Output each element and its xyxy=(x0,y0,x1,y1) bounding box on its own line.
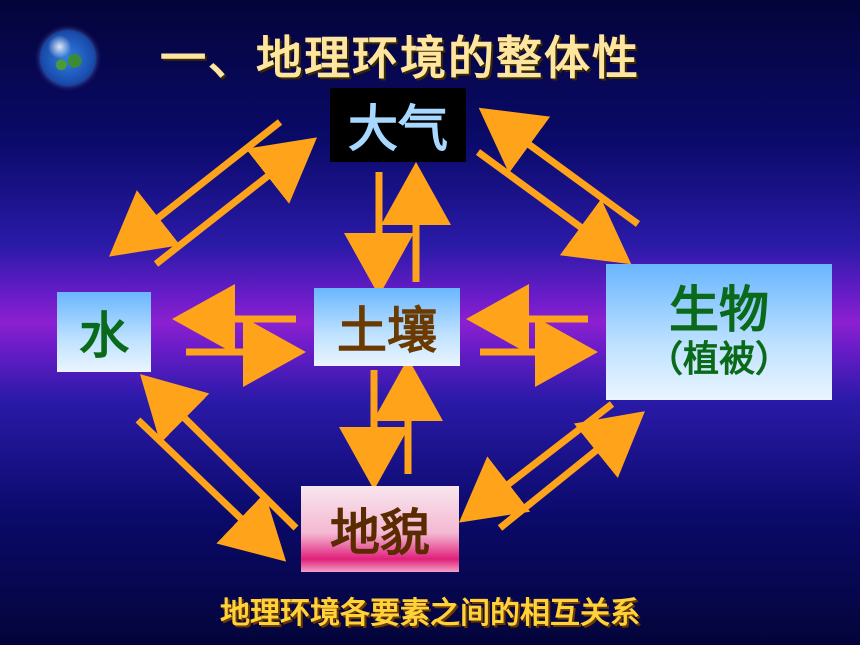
node-biology-sublabel: （植被） xyxy=(646,339,791,380)
diagram-caption: 地理环境各要素之间的相互关系 xyxy=(220,596,640,631)
node-water: 水 xyxy=(57,292,151,372)
node-biology: 生物 （植被） xyxy=(606,264,832,400)
node-biology-label: 生物 xyxy=(669,281,769,339)
arrow-landform-to-water xyxy=(140,374,299,531)
page-title: 一、地理环境的整体性 xyxy=(160,31,640,85)
arrow-atmosphere-to-biology xyxy=(475,149,632,265)
node-landform: 地貌 xyxy=(301,486,459,572)
arrow-landform-to-biology xyxy=(497,411,645,531)
node-atmosphere: 大气 xyxy=(330,88,466,162)
node-landform-label: 地貌 xyxy=(330,504,430,562)
node-atmosphere-label: 大气 xyxy=(348,100,448,158)
node-soil: 土壤 xyxy=(314,288,460,366)
node-water-label: 水 xyxy=(79,307,129,365)
globe-icon xyxy=(40,30,96,86)
arrow-biology-to-atmosphere xyxy=(478,107,641,227)
arrow-water-to-atmosphere xyxy=(153,137,318,267)
node-soil-label: 土壤 xyxy=(337,302,437,360)
